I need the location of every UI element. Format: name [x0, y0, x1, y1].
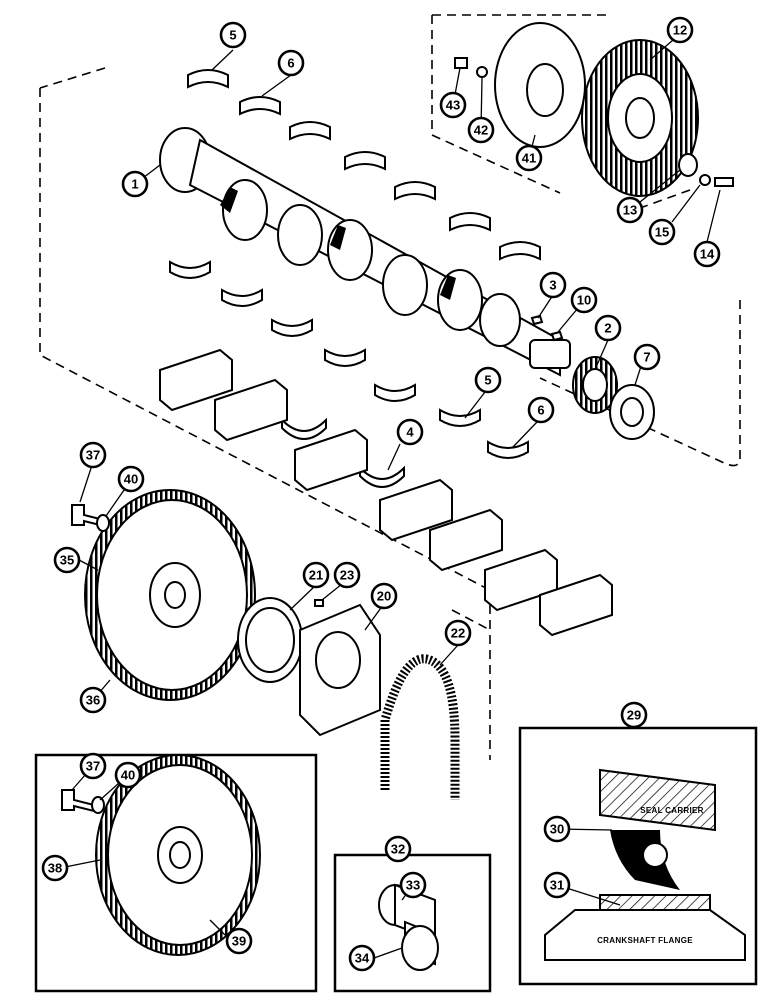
svg-text:15: 15	[655, 225, 669, 240]
svg-text:12: 12	[673, 23, 687, 38]
svg-text:38: 38	[48, 861, 62, 876]
front-oil-seal	[609, 384, 655, 440]
svg-text:22: 22	[451, 626, 465, 641]
callout-31: 31	[543, 871, 571, 899]
svg-text:36: 36	[86, 693, 100, 708]
crankshaft	[159, 127, 571, 377]
svg-text:6: 6	[287, 56, 294, 71]
svg-text:40: 40	[121, 768, 135, 783]
seal-carrier-label: SEAL CARRIER	[640, 806, 703, 815]
svg-text:29: 29	[627, 708, 641, 723]
svg-text:21: 21	[309, 568, 323, 583]
callout-2: 2	[594, 314, 622, 342]
svg-text:20: 20	[377, 589, 391, 604]
svg-text:33: 33	[406, 878, 420, 893]
key-pins	[530, 314, 564, 342]
svg-text:4: 4	[406, 425, 414, 440]
callout-21: 21	[302, 561, 330, 589]
callout-40-top: 40	[117, 465, 145, 493]
carrier-bolt	[314, 599, 324, 607]
svg-text:40: 40	[124, 472, 138, 487]
callout-6-top: 6	[277, 49, 305, 77]
pilot-bushing	[378, 883, 439, 971]
callout-32: 32	[384, 835, 412, 863]
flywheel-group-outline	[451, 605, 491, 760]
callout-1: 1	[121, 170, 149, 198]
callout-6-lower: 6	[527, 396, 555, 424]
svg-text:2: 2	[604, 321, 611, 336]
callout-41: 41	[515, 144, 543, 172]
svg-text:7: 7	[643, 350, 650, 365]
callout-10: 10	[570, 286, 598, 314]
seal-carrier-section	[599, 768, 716, 832]
callout-13: 13	[616, 196, 644, 224]
svg-text:3: 3	[549, 278, 556, 293]
callout-37-inset: 37	[79, 752, 107, 780]
svg-text:1: 1	[131, 177, 138, 192]
flywheel-bolt-washer	[71, 504, 110, 532]
callout-42: 42	[467, 116, 495, 144]
callout-39: 39	[225, 927, 253, 955]
crankshaft-flange-section	[544, 894, 746, 961]
svg-text:34: 34	[355, 951, 370, 966]
callout-37-top: 37	[79, 441, 107, 469]
pulley-hardware	[454, 57, 734, 187]
callout-38: 38	[41, 854, 69, 882]
lower-main-bearing-shells	[169, 260, 529, 459]
callout-3: 3	[539, 271, 567, 299]
rear-gasket	[380, 654, 460, 800]
callout-29: 29	[620, 701, 648, 729]
pulley-plate	[494, 22, 586, 148]
svg-text:14: 14	[700, 247, 715, 262]
callout-7: 7	[633, 343, 661, 371]
callout-34: 34	[348, 944, 376, 972]
callout-20: 20	[370, 582, 398, 610]
svg-text:5: 5	[484, 373, 491, 388]
callout-35: 35	[53, 546, 81, 574]
callout-15: 15	[648, 218, 676, 246]
callout-12: 12	[666, 16, 694, 44]
callout-14: 14	[693, 240, 721, 268]
crankshaft-flange-label: CRANKSHAFT FLANGE	[597, 936, 693, 945]
callout-5-top: 5	[219, 21, 247, 49]
seal-lip-section	[610, 830, 680, 890]
alternate-flywheel	[95, 754, 261, 956]
svg-text:41: 41	[522, 151, 536, 166]
vibration-damper	[581, 39, 699, 197]
rear-oil-seal	[237, 597, 303, 683]
alternate-flywheel-bolt-washer	[61, 789, 105, 814]
svg-text:23: 23	[340, 568, 354, 583]
svg-text:5: 5	[229, 28, 236, 43]
svg-text:32: 32	[391, 842, 405, 857]
svg-text:10: 10	[577, 293, 591, 308]
svg-text:37: 37	[86, 448, 100, 463]
crankshaft-group-outline	[39, 67, 741, 599]
svg-text:39: 39	[232, 934, 246, 949]
svg-text:42: 42	[474, 123, 488, 138]
svg-text:35: 35	[60, 553, 74, 568]
callout-43: 43	[439, 91, 467, 119]
crankshaft-gear	[572, 356, 618, 414]
callout-30: 30	[543, 815, 571, 843]
svg-text:43: 43	[446, 98, 460, 113]
svg-text:6: 6	[537, 403, 544, 418]
upper-main-bearing-shells	[187, 69, 541, 261]
svg-text:13: 13	[623, 203, 637, 218]
svg-text:30: 30	[550, 822, 564, 837]
callout-40-inset: 40	[114, 761, 142, 789]
main-bearing-caps	[159, 348, 613, 637]
callout-23: 23	[333, 561, 361, 589]
callout-36: 36	[79, 686, 107, 714]
pulley-group-outline	[431, 14, 691, 209]
svg-text:31: 31	[550, 878, 564, 893]
flywheel	[84, 489, 256, 701]
callout-5-lower: 5	[474, 366, 502, 394]
svg-text:37: 37	[86, 759, 100, 774]
callout-4: 4	[396, 418, 424, 446]
thrust-washers	[281, 417, 405, 488]
callout-22: 22	[444, 619, 472, 647]
callout-33: 33	[399, 871, 427, 899]
rear-seal-carrier	[299, 603, 381, 737]
